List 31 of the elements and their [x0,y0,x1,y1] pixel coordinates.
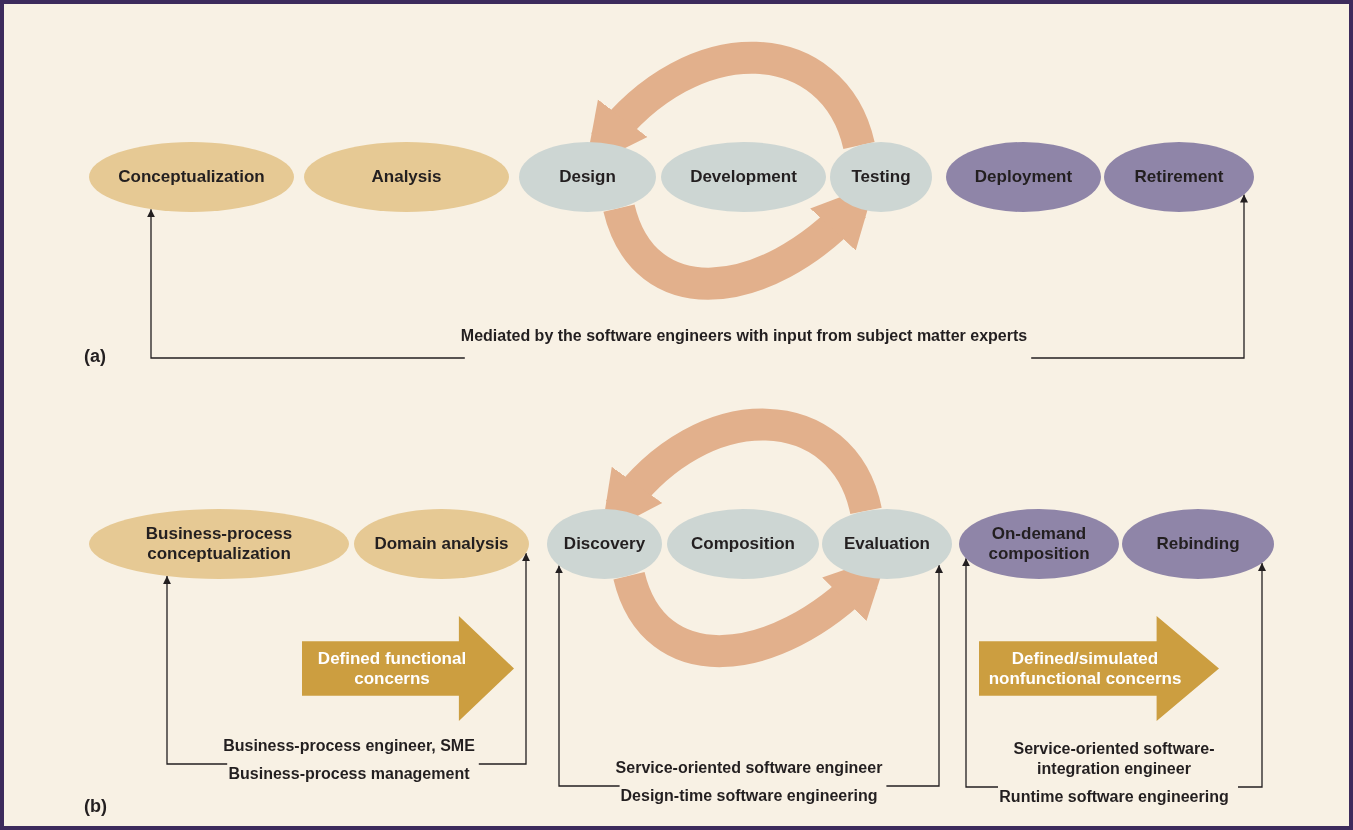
stage-ellipse: Testing [830,142,932,212]
bracket-arrow [555,564,621,787]
panel-label: (a) [84,346,106,367]
stage-ellipse: Analysis [304,142,509,212]
discipline-text: Business-process management [228,764,470,784]
stage-ellipse: Retirement [1104,142,1254,212]
stage-ellipse: Domain analysis [354,509,529,579]
stage-ellipse: Design [519,142,656,212]
role-text: Service-oriented software engineer [615,758,883,778]
stage-ellipse: Composition [667,509,819,579]
role-text: Business-process engineer, SME [223,736,475,756]
stage-ellipse: Development [661,142,826,212]
stage-ellipse: Conceptualization [89,142,294,212]
bracket-arrow [1030,193,1248,359]
bracket-arrow [478,552,530,765]
stage-ellipse: Business-process conceptualization [89,509,349,579]
bracket-arrow [962,557,999,788]
bracket-arrow [147,208,466,359]
bracket-arrow [1237,562,1266,788]
bracket-arrow [885,564,943,787]
panel-label: (b) [84,796,107,817]
role-text: Service-oriented software-integration engineer [1012,739,1216,779]
stage-ellipse: On-demand composition [959,509,1119,579]
stage-ellipse: Deployment [946,142,1101,212]
discipline-text: Design-time software engineering [620,786,878,806]
role-text: Mediated by the software engineers with input from subject matter experts [460,326,1028,346]
stage-ellipse: Discovery [547,509,662,579]
stage-ellipse: Rebinding [1122,509,1274,579]
stage-ellipse: Evaluation [822,509,952,579]
bracket-arrow [163,575,228,765]
discipline-text: Runtime software engineering [999,787,1229,807]
